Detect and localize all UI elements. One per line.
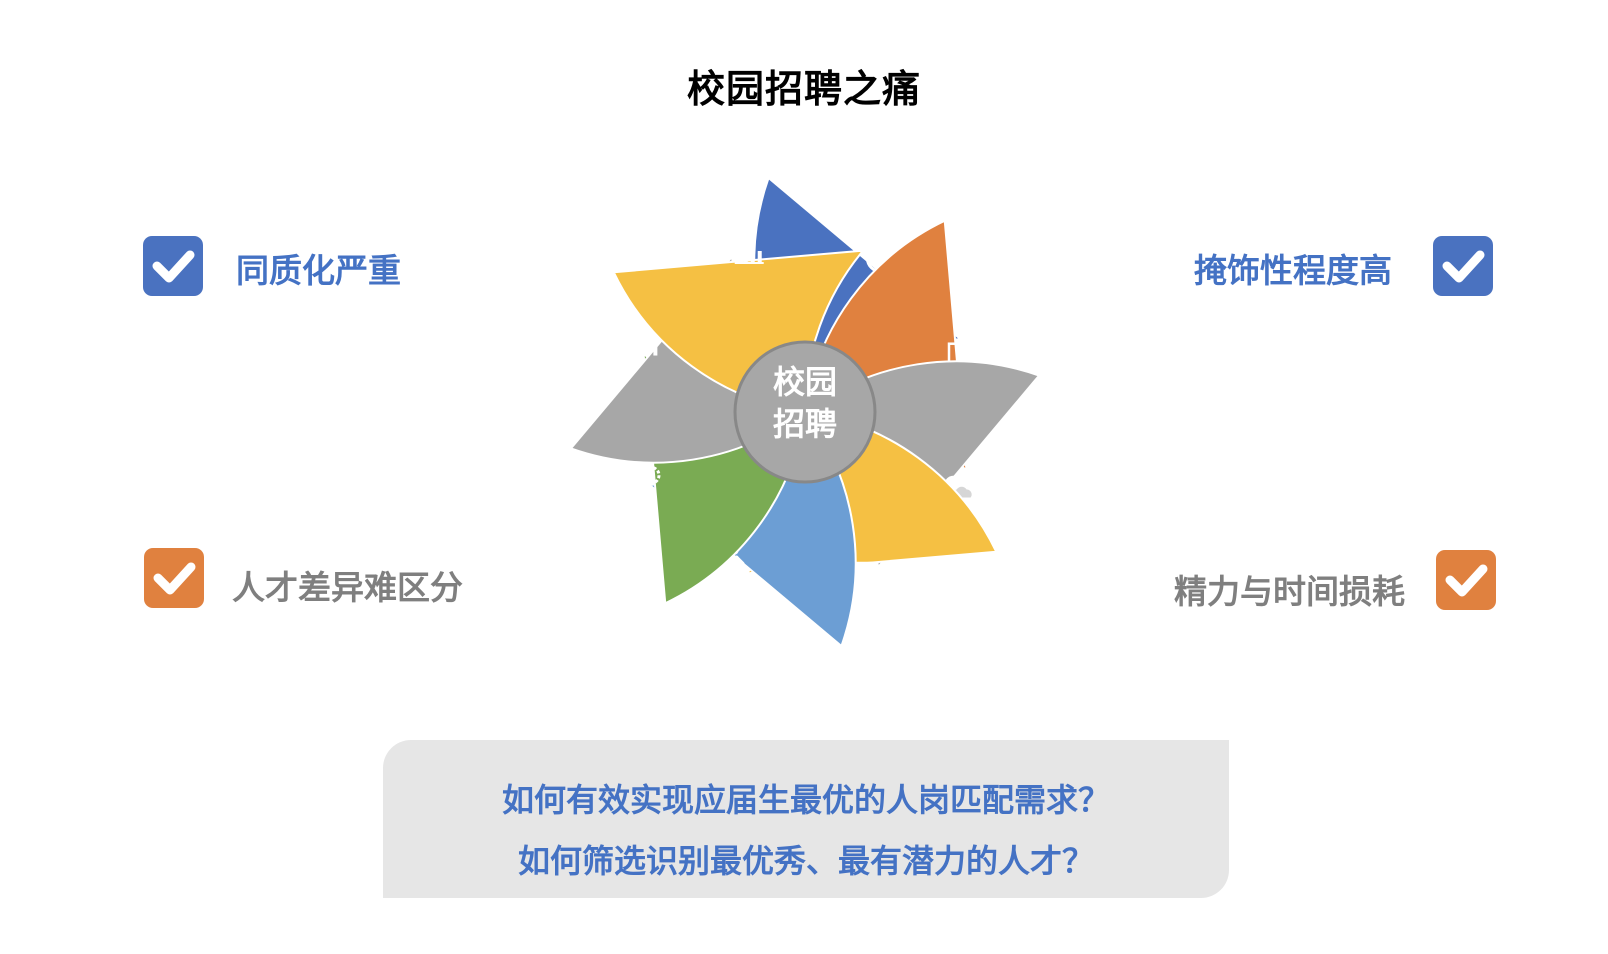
center-label-line1: 校园: [772, 363, 837, 401]
bar-chart-icon: [734, 235, 764, 264]
checkmark-icon: [153, 562, 196, 595]
checkmark-icon: [1442, 250, 1485, 283]
checkbox-checked-orange-left: [144, 548, 204, 608]
point-homogeneity: 同质化严重: [236, 251, 401, 290]
checkbox-checked-blue-left: [143, 236, 203, 296]
checkmark-icon: [152, 250, 195, 283]
question-box: 如何有效实现应届生最优的人岗匹配需求？ 如何筛选识别最优秀、最有潜力的人才？: [383, 740, 1229, 898]
checkbox-checked-blue-right: [1433, 236, 1493, 296]
question-1: 如何有效实现应届生最优的人岗匹配需求？: [501, 781, 1110, 819]
checkbox-checked-orange-right: [1436, 550, 1496, 610]
point-talent-difference: 人才差异难区分: [232, 568, 463, 607]
center-label: 校园 招聘: [735, 361, 875, 445]
center-label-line2: 招聘: [772, 405, 837, 443]
page-title: 校园招聘之痛: [686, 67, 921, 111]
center-circle: [733, 340, 877, 484]
question-2: 如何筛选识别最优秀、最有潜力的人才？: [517, 842, 1094, 880]
point-time-energy: 精力与时间损耗: [1174, 572, 1405, 611]
checkmark-icon: [1445, 564, 1488, 597]
point-concealment: 掩饰性程度高: [1194, 251, 1392, 290]
